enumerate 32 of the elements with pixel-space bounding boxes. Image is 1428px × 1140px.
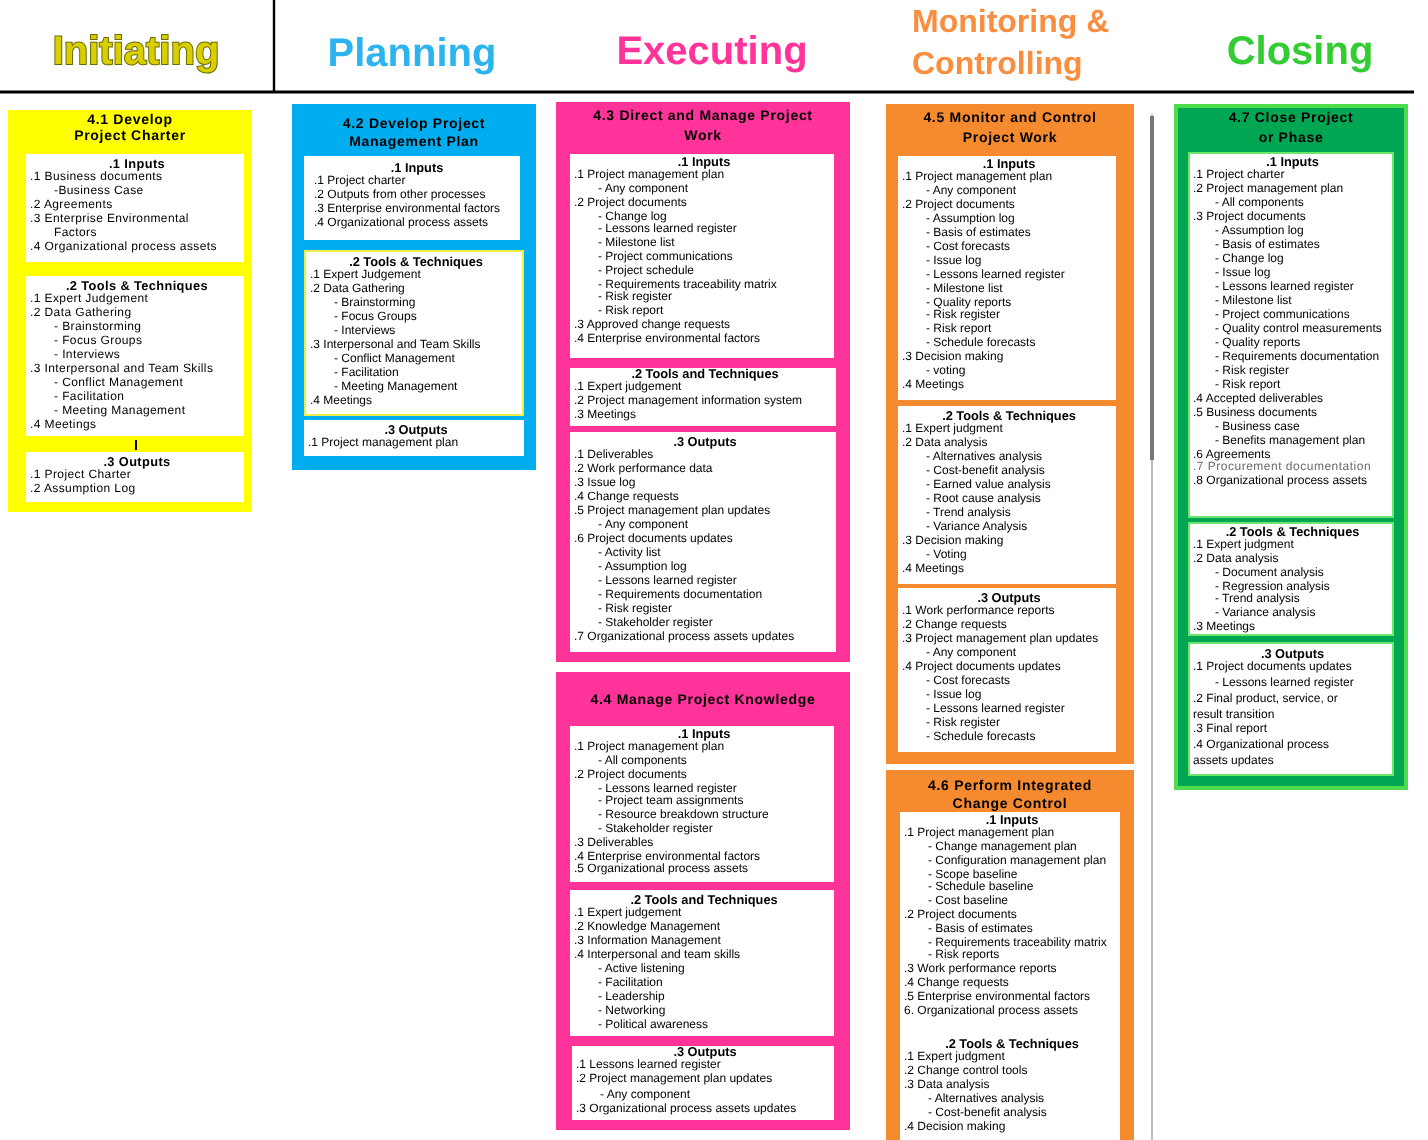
tools-panel — [898, 406, 1116, 584]
tools-panel — [26, 276, 244, 436]
outputs-panel — [570, 432, 836, 652]
inputs-panel — [898, 156, 1116, 400]
tools-panel — [570, 890, 834, 1036]
inputs-panel — [1188, 152, 1394, 518]
outputs-panel — [898, 588, 1116, 752]
process-box — [292, 104, 536, 470]
tools-panel — [570, 368, 836, 426]
inputs-panel — [304, 156, 520, 240]
outputs-panel — [304, 420, 524, 456]
inputs-panel — [26, 154, 244, 262]
phase-heading: Closing — [1226, 30, 1374, 74]
tools-panel — [1188, 522, 1394, 636]
outputs-panel — [1188, 642, 1394, 776]
process-box — [8, 110, 252, 512]
tools-panel — [900, 1030, 1120, 1140]
phase-heading: Executing — [616, 30, 808, 74]
phase-heading: Planning — [327, 32, 497, 76]
process-box — [1174, 104, 1408, 790]
inputs-panel — [900, 812, 1120, 1030]
inputs-panel — [570, 154, 834, 358]
process-box — [886, 104, 1134, 764]
inputs-panel — [570, 726, 834, 882]
phase-heading: Monitoring & Controlling — [912, 4, 1112, 86]
outputs-panel — [26, 452, 244, 502]
process-box — [556, 672, 850, 1130]
process-box — [886, 770, 1134, 1140]
tools-panel — [304, 250, 524, 416]
phase-heading: Initiating — [52, 30, 220, 74]
outputs-panel — [572, 1046, 834, 1120]
process-box — [556, 102, 850, 662]
